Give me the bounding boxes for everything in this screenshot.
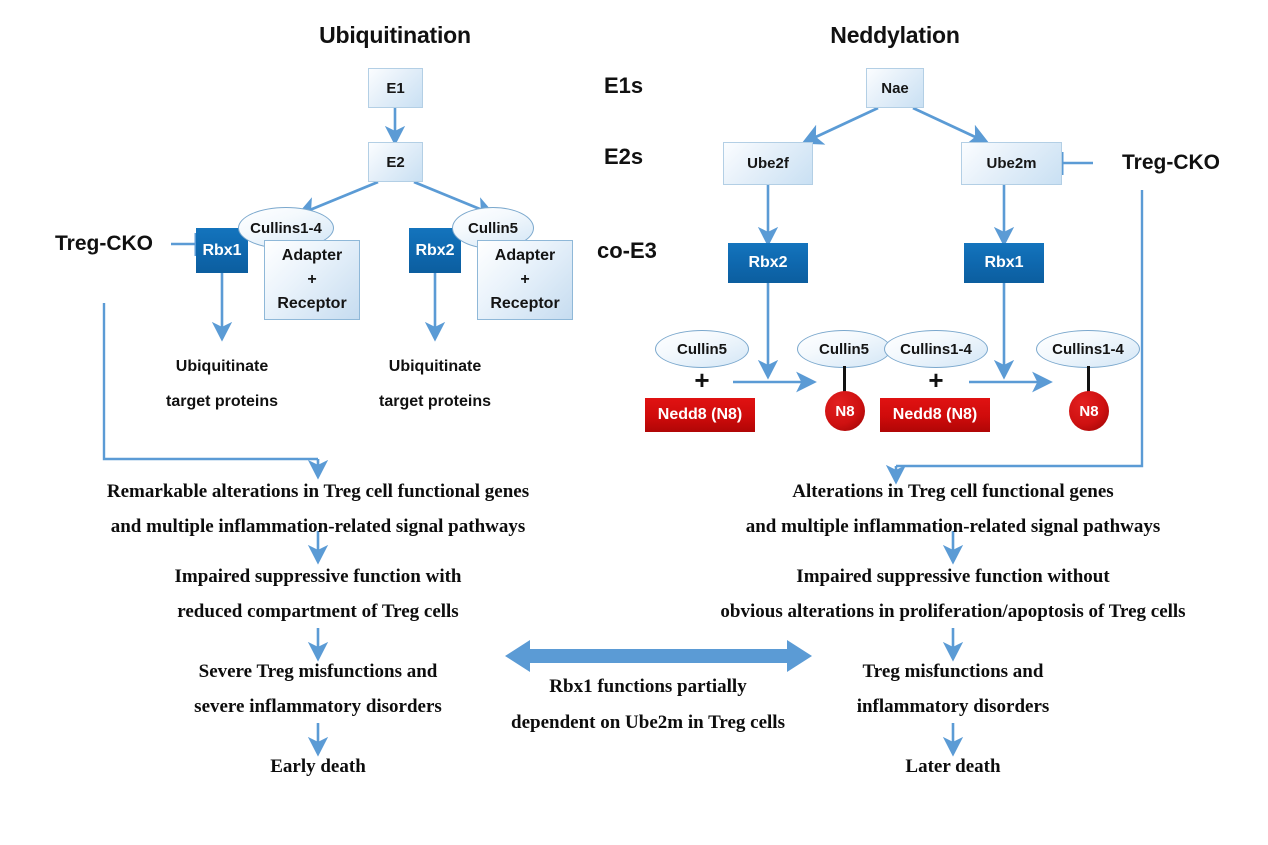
left-outcome-2-line2: reduced compartment of Treg cells <box>177 601 459 622</box>
row-label-coe3: co-E3 <box>597 238 657 263</box>
output-right-line2: target proteins <box>378 393 491 410</box>
node-ube2f[interactable]: Ube2f <box>723 142 813 185</box>
right-outcome-2-line1: Impaired suppressive function without <box>796 566 1110 587</box>
treg-cko-label-left: Treg-CKO <box>55 232 154 255</box>
node-cullins1-4-product[interactable]: Cullins1-4 <box>1036 330 1140 368</box>
treg-cko-label-right: Treg-CKO <box>1122 151 1221 174</box>
conjugate-stem-right <box>1087 366 1090 394</box>
node-rbx2-neddylation[interactable]: Rbx2 <box>728 243 808 283</box>
right-pathway-title: Neddylation <box>830 22 960 48</box>
output-right-line1: Ubiquitinate <box>388 358 482 375</box>
node-e2[interactable]: E2 <box>368 142 423 182</box>
node-rbx2-ubiquitination[interactable]: Rbx2 <box>409 228 461 273</box>
arrow-nae-to-ube2m <box>912 106 990 145</box>
right-outcome-3-line1: Treg misfunctions and <box>862 661 1044 682</box>
node-n8-right[interactable]: N8 <box>1069 391 1109 431</box>
adapter-plus-left: + <box>307 271 317 288</box>
output-left-line1: Ubiquitinate <box>175 358 269 375</box>
row-label-e2s: E2s <box>604 144 644 169</box>
node-cullin5-product[interactable]: Cullin5 <box>797 330 891 368</box>
receptor-label-right: Receptor <box>490 295 560 312</box>
elbow-right-branch <box>896 190 1144 468</box>
node-n8-left[interactable]: N8 <box>825 391 865 431</box>
left-outcome-3-line1: Severe Treg misfunctions and <box>198 661 438 682</box>
arrow-e2-to-cullins14 <box>296 180 379 218</box>
node-cullins1-4-substrate[interactable]: Cullins1-4 <box>884 330 988 368</box>
node-cullin5-substrate[interactable]: Cullin5 <box>655 330 749 368</box>
bidirectional-link-arrow <box>505 640 812 672</box>
right-outcome-1-line1: Alterations in Treg cell functional gene… <box>792 481 1114 502</box>
node-e1[interactable]: E1 <box>368 68 423 108</box>
plus-sign-left: + <box>694 365 710 395</box>
node-adapter-receptor-left[interactable]: Adapter + Receptor <box>264 240 360 320</box>
right-outcome-2-line2: obvious alterations in proliferation/apo… <box>720 601 1186 622</box>
center-link-line2: dependent on Ube2m in Treg cells <box>511 712 785 733</box>
left-outcome-3-line2: severe inflammatory disorders <box>194 696 442 717</box>
left-pathway-title: Ubiquitination <box>319 22 471 48</box>
node-nae[interactable]: Nae <box>866 68 924 108</box>
left-outcome-1-line1: Remarkable alterations in Treg cell func… <box>106 481 530 502</box>
plus-sign-right: + <box>928 365 944 395</box>
node-rbx1-ubiquitination[interactable]: Rbx1 <box>196 228 248 273</box>
node-nedd8-left[interactable]: Nedd8 (N8) <box>645 398 755 432</box>
node-nedd8-right[interactable]: Nedd8 (N8) <box>880 398 990 432</box>
conjugate-stem-left <box>843 366 846 394</box>
output-left-line2: target proteins <box>165 393 278 410</box>
adapter-label-right: Adapter <box>494 247 556 264</box>
adapter-label-left: Adapter <box>281 247 343 264</box>
node-adapter-receptor-right[interactable]: Adapter + Receptor <box>477 240 573 320</box>
right-outcome-1-line2: and multiple inflammation-related signal… <box>745 516 1161 537</box>
right-outcome-3-line2: inflammatory disorders <box>856 696 1050 717</box>
row-label-e1s: E1s <box>604 73 644 98</box>
adapter-plus-right: + <box>520 271 530 288</box>
node-rbx1-neddylation[interactable]: Rbx1 <box>964 243 1044 283</box>
left-outcome-2-line1: Impaired suppressive function with <box>174 566 462 587</box>
right-outcome-4: Later death <box>905 756 1001 777</box>
node-ube2m[interactable]: Ube2m <box>961 142 1062 185</box>
arrow-nae-to-ube2f <box>801 106 879 145</box>
receptor-label-left: Receptor <box>277 295 347 312</box>
center-link-line1: Rbx1 functions partially <box>549 676 747 697</box>
left-outcome-4: Early death <box>270 756 366 777</box>
elbow-left-branch <box>102 303 318 461</box>
left-outcome-1-line2: and multiple inflammation-related signal… <box>110 516 526 537</box>
